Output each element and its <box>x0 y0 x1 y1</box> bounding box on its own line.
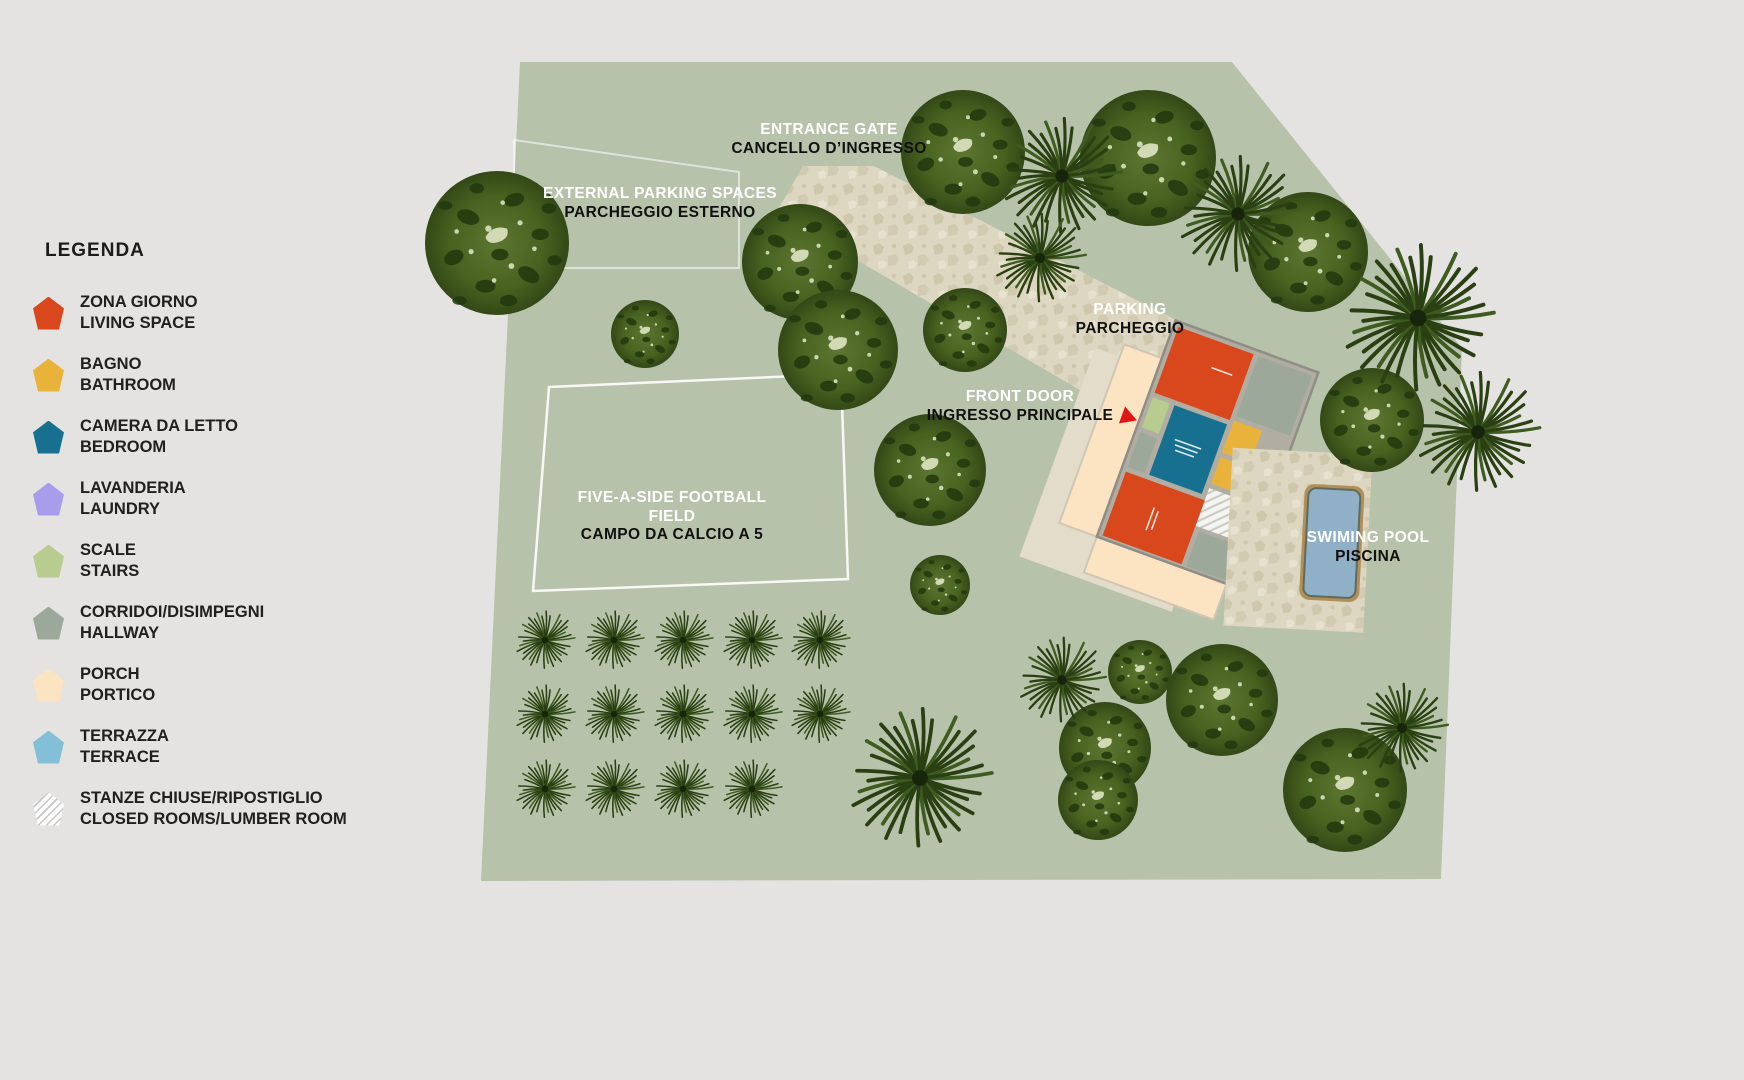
legend-label: BAGNO <box>80 355 142 373</box>
hallway-left <box>1127 432 1158 474</box>
legend: LEGENDA ZONA GIORNO LIVING SPACE BAGNO B… <box>33 240 403 850</box>
round-tree <box>874 414 986 526</box>
round-tree <box>1058 760 1138 840</box>
legend-label: ZONA GIORNO <box>80 293 198 311</box>
round-tree <box>923 288 1007 372</box>
legend-item-bedroom: CAMERA DA LETTO BEDROOM <box>33 416 403 458</box>
legend-item-closed-rooms: STANZE CHIUSE/RIPOSTIGLIO CLOSED ROOMS/L… <box>33 788 403 830</box>
label-front-door: FRONT DOOR INGRESSO PRINCIPALE <box>927 388 1113 425</box>
legend-item-living-space: ZONA GIORNO LIVING SPACE <box>33 292 403 334</box>
pool-water <box>1302 487 1362 599</box>
bathroom-swatch <box>33 358 64 392</box>
legend-label: LAVANDERIA <box>80 479 186 497</box>
laundry-swatch <box>33 482 64 516</box>
round-tree <box>611 300 679 368</box>
football-field-it: CAMPO DA CALCIO A 5 <box>580 526 764 543</box>
legend-label: HALLWAY <box>80 624 160 642</box>
front-door-marker <box>1118 406 1138 424</box>
room-text-marks <box>1145 366 1233 531</box>
round-tree <box>778 290 898 410</box>
legend-label: CAMERA DA LETTO <box>80 417 238 435</box>
round-tree <box>1080 90 1216 226</box>
pool-it: PISCINA <box>1335 547 1401 565</box>
football-field <box>531 372 850 593</box>
entrance-gate-en: ENTRANCE GATE <box>760 121 898 138</box>
living-space-swatch <box>33 296 64 330</box>
front-door-it: INGRESSO PRINCIPALE <box>926 406 1114 424</box>
legend-label: STAIRS <box>80 562 140 580</box>
legend-title: LEGENDA <box>45 240 145 261</box>
legend-item-laundry: LAVANDERIA LAUNDRY <box>33 478 403 520</box>
parking-it: PARCHEGGIO <box>1075 319 1185 337</box>
round-tree <box>910 555 970 615</box>
legend-label: CORRIDOI/DISIMPEGNI <box>80 603 265 621</box>
legend-label: BEDROOM <box>80 438 167 456</box>
terrace-swatch <box>33 730 64 764</box>
round-tree <box>1166 644 1278 756</box>
room-living-bottom <box>1102 471 1205 565</box>
closed-rooms-swatch <box>33 792 64 826</box>
legend-label: TERRACE <box>80 748 160 766</box>
pool-en: SWIMING POOL <box>1306 529 1430 546</box>
hallway-swatch <box>33 606 64 640</box>
porch-swatch <box>33 668 64 702</box>
round-tree <box>1320 368 1424 472</box>
legend-item-stairs: SCALE STAIRS <box>33 540 403 582</box>
front-door-en: FRONT DOOR <box>965 388 1075 405</box>
room-living-top <box>1154 326 1254 421</box>
legend-label: LAUNDRY <box>80 500 161 518</box>
label-entrance-gate: ENTRANCE GATE CANCELLO D’INGRESSO <box>731 121 926 158</box>
round-tree <box>1283 728 1407 852</box>
legend-label: PORTICO <box>80 686 156 704</box>
hallway-top <box>1236 355 1312 436</box>
legend-item-bathroom: BAGNO BATHROOM <box>33 354 403 396</box>
stairs <box>1141 397 1170 434</box>
stairs-swatch <box>33 544 64 578</box>
label-parking: PARKING PARCHEGGIO <box>1076 301 1185 338</box>
label-external-parking: EXTERNAL PARKING SPACES PARCHEGGIO ESTER… <box>543 185 777 222</box>
legend-label: BATHROOM <box>80 376 176 394</box>
entrance-gate-it: CANCELLO D’INGRESSO <box>731 139 927 157</box>
legend-label: SCALE <box>80 541 136 559</box>
legend-label: PORCH <box>80 665 140 683</box>
bedroom-swatch <box>33 420 64 454</box>
label-pool: SWIMING POOL PISCINA <box>1307 529 1430 566</box>
label-football-field: FIVE-A-SIDE FOOTBALL FIELD CAMPO DA CALC… <box>552 489 792 545</box>
round-tree <box>1108 640 1172 704</box>
legend-label: STANZE CHIUSE/RIPOSTIGLIO <box>80 789 323 807</box>
football-field-en: FIVE-A-SIDE FOOTBALL FIELD <box>577 489 767 525</box>
external-parking-en: EXTERNAL PARKING SPACES <box>543 185 777 202</box>
pool-area <box>1223 447 1373 633</box>
legend-label: CLOSED ROOMS/LUMBER ROOM <box>80 810 347 828</box>
external-parking-it: PARCHEGGIO ESTERNO <box>564 203 756 221</box>
legend-item-porch: PORCH PORTICO <box>33 664 403 706</box>
legend-label: TERRAZZA <box>80 727 169 745</box>
legend-item-hallway: CORRIDOI/DISIMPEGNI HALLWAY <box>33 602 403 644</box>
legend-item-terrace: TERRAZZA TERRACE <box>33 726 403 768</box>
parking-en: PARKING <box>1093 301 1167 318</box>
legend-label: LIVING SPACE <box>80 314 196 332</box>
